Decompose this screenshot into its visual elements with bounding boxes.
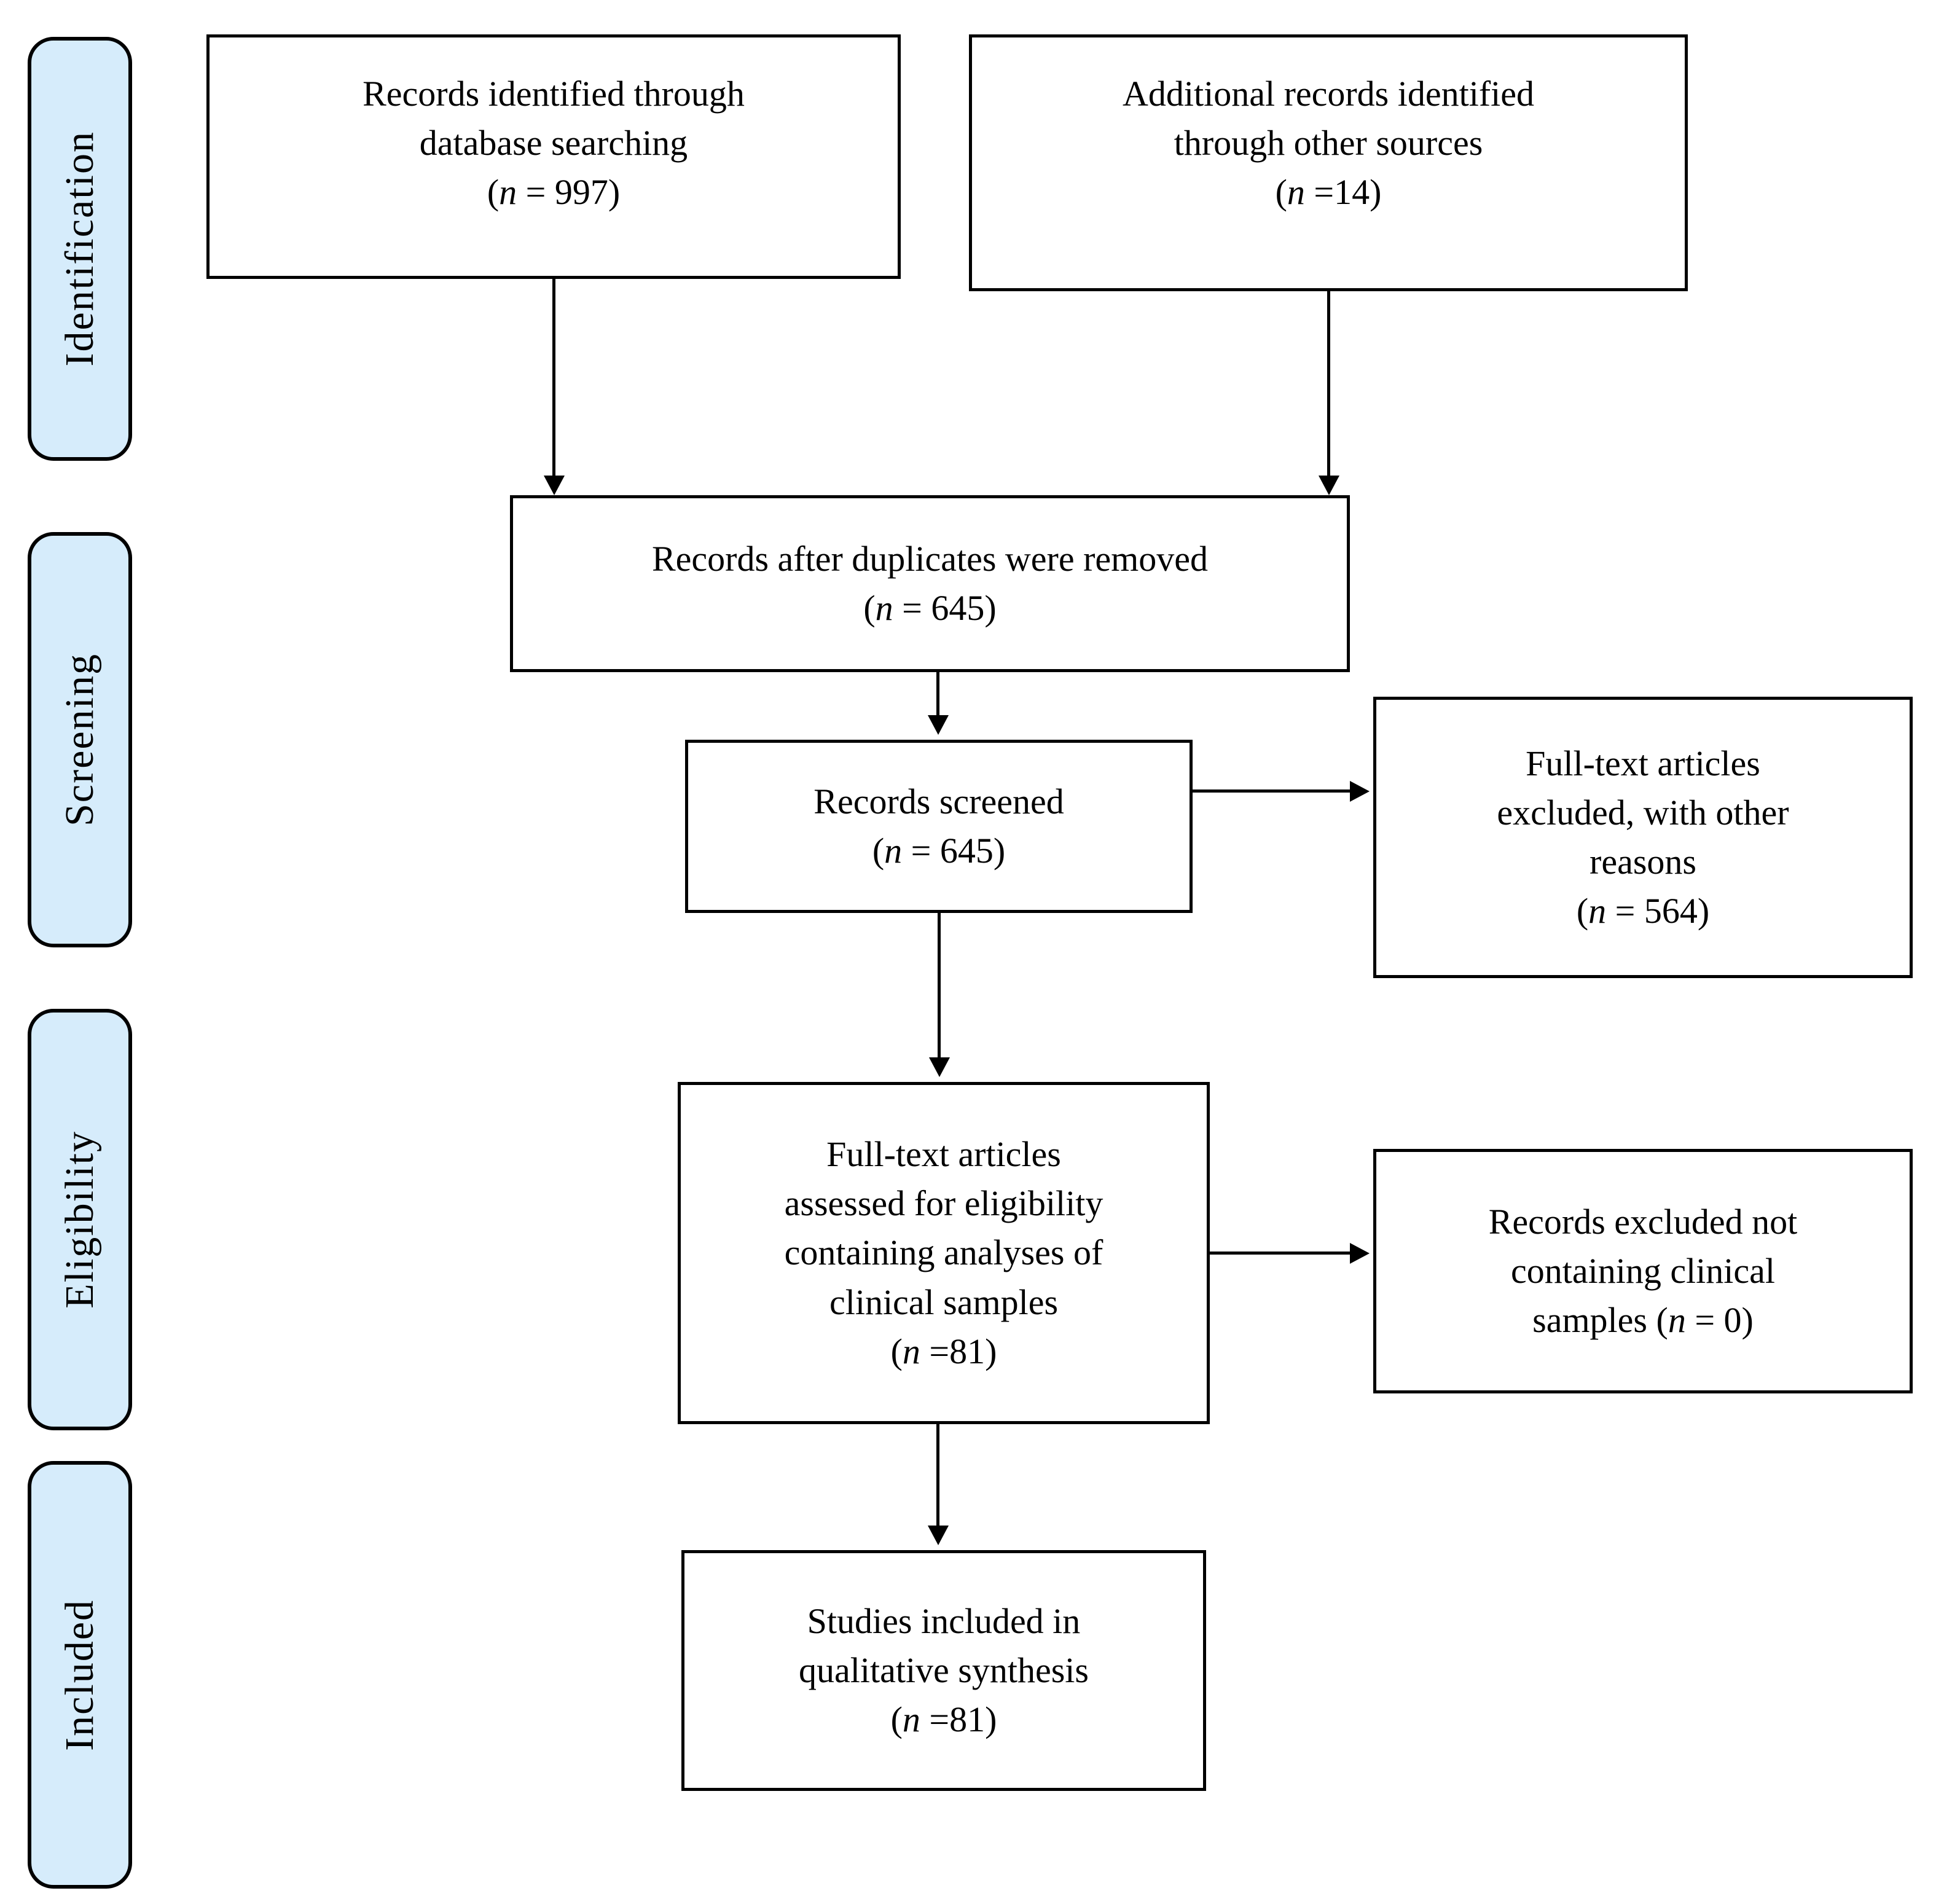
fulltext-excluded-text: Full-text articles excluded, with other … (1497, 743, 1789, 931)
arrowhead-additional-to-duplicates (1319, 476, 1339, 495)
duplicates-removed-text: Records after duplicates were removed (n… (651, 538, 1209, 628)
arrowhead-assessed-to-records-excluded (1350, 1243, 1370, 1264)
records-excluded-text: Records excluded not containing clinical… (1488, 1201, 1798, 1341)
phase-band-screening: Screening (28, 532, 132, 947)
phase-label-screening: Screening (57, 653, 102, 826)
arrow-additional-to-duplicates (1327, 291, 1330, 477)
records-identified-box: Records identified through database sear… (206, 34, 901, 279)
records-screened-box: Records screened (n = 645) (685, 740, 1193, 913)
fulltext-assessed-text: Full-text articles assessed for eligibil… (784, 1134, 1103, 1371)
phase-band-identification: Identification (28, 37, 132, 461)
arrow-identified-to-duplicates (552, 279, 555, 477)
arrow-duplicates-to-screened (936, 672, 939, 716)
records-identified-text: Records identified through database sear… (363, 74, 745, 213)
additional-records-text: Additional records identified through ot… (1122, 74, 1535, 213)
arrow-assessed-to-records-excluded (1210, 1252, 1351, 1255)
fulltext-assessed-box: Full-text articles assessed for eligibil… (678, 1082, 1210, 1424)
records-excluded-box: Records excluded not containing clinical… (1373, 1149, 1913, 1393)
arrowhead-screened-to-assessed (929, 1057, 950, 1077)
phase-band-included: Included (28, 1461, 132, 1889)
arrow-screened-to-excluded (1193, 789, 1351, 793)
arrowhead-screened-to-excluded (1350, 781, 1370, 802)
phase-label-eligibility: Eligibility (57, 1130, 102, 1309)
phase-label-identification: Identification (57, 131, 102, 367)
additional-records-box: Additional records identified through ot… (969, 34, 1688, 291)
arrowhead-identified-to-duplicates (544, 476, 565, 495)
phase-band-eligibility: Eligibility (28, 1009, 132, 1430)
phase-label-included: Included (57, 1599, 102, 1751)
studies-included-text: Studies included in qualitative synthesi… (799, 1600, 1089, 1740)
fulltext-excluded-box: Full-text articles excluded, with other … (1373, 697, 1913, 978)
studies-included-box: Studies included in qualitative synthesi… (681, 1550, 1206, 1791)
duplicates-removed-box: Records after duplicates were removed (n… (510, 495, 1350, 672)
arrowhead-duplicates-to-screened (928, 715, 949, 735)
arrow-assessed-to-included (936, 1424, 939, 1527)
arrow-screened-to-assessed (938, 913, 941, 1059)
arrowhead-assessed-to-included (928, 1526, 949, 1545)
records-screened-text: Records screened (n = 645) (813, 781, 1064, 871)
